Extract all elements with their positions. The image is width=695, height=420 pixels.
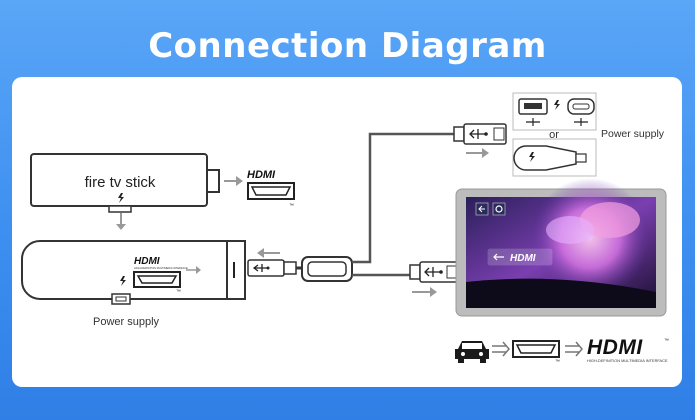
or-label: or <box>549 129 559 141</box>
usb-charger-box <box>512 92 597 131</box>
svg-text:HDMI: HDMI <box>134 256 160 267</box>
hdmi-logo: HDMI ™ HIGH-DEFINITION MULTIMEDIA INTERF… <box>587 336 669 363</box>
arrow-left-icon <box>257 248 280 258</box>
power-supply-label-left: Power supply <box>93 316 160 328</box>
arrow-right-icon <box>224 176 243 186</box>
bolt-icon <box>120 276 126 286</box>
car-icon <box>455 341 489 363</box>
svg-text:™: ™ <box>555 359 560 365</box>
usb-plug-top <box>453 123 507 145</box>
arrow-right-icon <box>412 287 437 297</box>
bolt-icon <box>118 193 124 203</box>
car-charger-box <box>512 138 597 177</box>
screen-hdmi-button: HDMI <box>510 253 536 264</box>
hdmi-adapter: HDMI HIGH-DEFINITION MULTIMEDIA INTERFAC… <box>21 240 246 305</box>
stick-label: fire tv stick <box>85 174 156 191</box>
svg-text:HIGH-DEFINITION MULTIMEDIA INT: HIGH-DEFINITION MULTIMEDIA INTERFACE <box>134 266 188 270</box>
svg-text:HDMI: HDMI <box>247 169 276 181</box>
svg-text:™: ™ <box>289 203 294 209</box>
svg-text:™: ™ <box>176 289 181 295</box>
page-title: Connection Diagram <box>148 26 547 66</box>
hdmi-port-icon: ™ <box>512 340 560 365</box>
arrow-right-icon <box>466 148 489 158</box>
usb-cable <box>247 132 454 282</box>
usb-plug-screen <box>409 261 459 283</box>
power-supply-label-right: Power supply <box>601 128 665 140</box>
car-display-screen: HDMI <box>455 178 667 317</box>
hdmi-port-icon: HDMI ™ <box>247 169 295 209</box>
arrow-down-icon <box>116 213 126 230</box>
svg-text:HIGH-DEFINITION MULTIMEDIA INT: HIGH-DEFINITION MULTIMEDIA INTERFACE <box>587 358 668 363</box>
svg-text:HDMI: HDMI <box>587 336 643 359</box>
fire-tv-stick: fire tv stick <box>30 153 220 213</box>
arrow-right-icon <box>186 266 201 274</box>
implies-arrow-icon <box>565 341 583 357</box>
svg-text:™: ™ <box>664 338 669 344</box>
implies-arrow-icon <box>492 341 510 357</box>
